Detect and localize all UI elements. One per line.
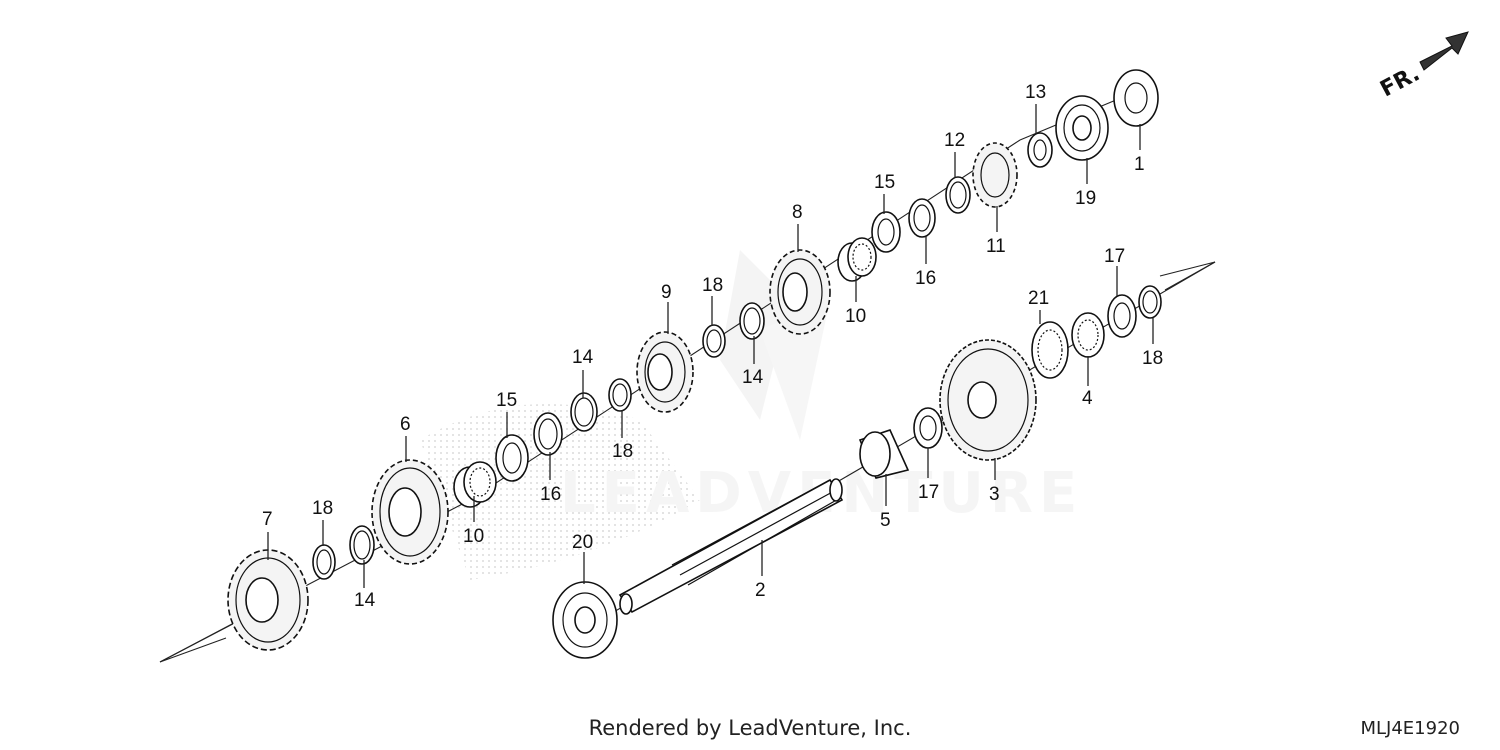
callout-13: 13: [1025, 82, 1046, 103]
callout-6: 6: [400, 414, 411, 435]
part-3-gear: [939, 339, 1037, 461]
part-14-ring: [570, 392, 598, 432]
callout-15: 15: [874, 172, 895, 193]
part-18-ring: [1138, 285, 1162, 319]
callout-18: 18: [612, 441, 633, 462]
callout-17: 17: [918, 482, 939, 503]
part-4-needle-bearing: [1071, 312, 1105, 358]
part-16-lock-washer: [533, 412, 563, 456]
part-20-bearing: [552, 581, 618, 659]
part-10-needle-bearing: [837, 237, 877, 282]
part-7-gear: [227, 549, 309, 651]
front-label: FR.: [1376, 61, 1424, 102]
callout-16: 16: [915, 268, 936, 289]
callout-7: 7: [262, 509, 273, 530]
part-17-washer: [913, 407, 943, 449]
callout-12: 12: [944, 130, 965, 151]
part-12-ring: [945, 176, 971, 214]
part-2-shaft: [618, 478, 844, 615]
part-16-lock-washer: [908, 198, 936, 238]
footer-credit: Rendered by LeadVenture, Inc.: [588, 716, 912, 740]
part-14-ring: [739, 302, 765, 340]
callout-16: 16: [540, 484, 561, 505]
part-11-gear: [972, 142, 1018, 208]
part-5-collar: [858, 429, 910, 479]
part-15-washer: [495, 434, 529, 482]
callout-20: 20: [572, 532, 593, 553]
part-18-ring: [608, 378, 632, 412]
callout-17: 17: [1104, 246, 1125, 267]
part-18-ring: [312, 544, 336, 580]
callout-14: 14: [354, 590, 376, 611]
diagram-code: MLJ4E1920: [1360, 718, 1460, 739]
part-6-gear: [371, 459, 449, 565]
callout-10: 10: [845, 306, 866, 327]
callout-18: 18: [1142, 348, 1163, 369]
part-14-ring: [349, 525, 375, 565]
callout-4: 4: [1082, 388, 1093, 409]
callout-3: 3: [989, 484, 1000, 505]
part-15-washer: [871, 211, 901, 253]
callout-11: 11: [986, 236, 1006, 257]
callout-5: 5: [880, 510, 891, 531]
callout-8: 8: [792, 202, 803, 223]
callout-15: 15: [496, 390, 517, 411]
part-9-gear: [636, 331, 694, 413]
callout-18: 18: [702, 275, 723, 296]
callout-14: 14: [742, 367, 764, 388]
callout-18: 18: [312, 498, 333, 519]
part-8-gear: [769, 249, 831, 335]
callout-9: 9: [661, 282, 672, 303]
callout-21: 21: [1028, 288, 1049, 309]
callout-2: 2: [755, 580, 766, 601]
part-18-ring: [702, 324, 726, 358]
callout-19: 19: [1075, 188, 1096, 209]
leader-lines: [267, 104, 1154, 588]
part-10-needle-bearing: [453, 461, 497, 508]
callout-10: 10: [463, 526, 484, 547]
part-1-seal: [1113, 69, 1159, 127]
callout-1: 1: [1134, 154, 1145, 175]
front-direction-indicator: FR.: [1376, 31, 1469, 102]
part-21-needle-bearing: [1031, 321, 1069, 379]
callout-labels: 7 18 14 6 10 15 16 14 18 9 18 14 8 10 15…: [262, 82, 1163, 611]
part-13-washer: [1027, 132, 1053, 168]
part-17-washer: [1107, 294, 1137, 338]
part-19-bearing: [1055, 95, 1109, 161]
callout-14: 14: [572, 347, 594, 368]
